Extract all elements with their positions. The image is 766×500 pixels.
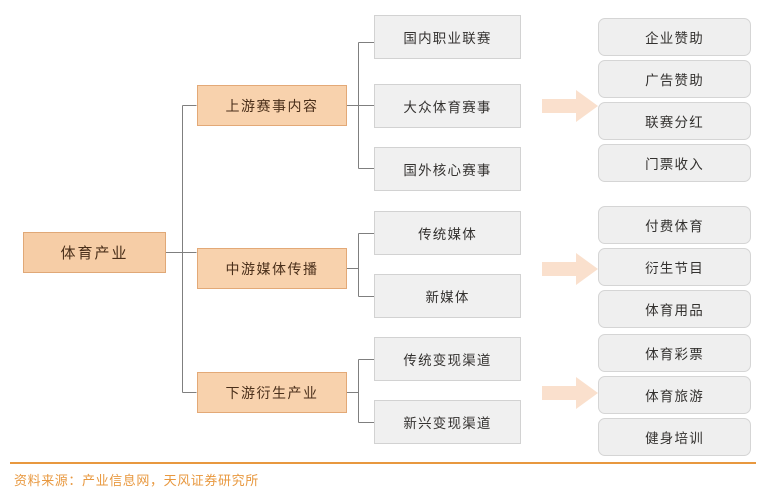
node-output-upstream-1[interactable]: 企业赞助: [598, 18, 751, 56]
node-root-sports-industry[interactable]: 体育产业: [23, 232, 166, 273]
node-tier-downstream[interactable]: 下游衍生产业: [197, 372, 347, 413]
source-note: 资料来源：产业信息网，天风证券研究所: [14, 473, 259, 488]
node-output-upstream-3[interactable]: 联赛分红: [598, 102, 751, 140]
node-tier-upstream[interactable]: 上游赛事内容: [197, 85, 347, 126]
node-output-downstream-2[interactable]: 体育旅游: [598, 376, 751, 414]
node-child-upstream-3[interactable]: 国外核心赛事: [374, 147, 521, 191]
arrow-right-upstream: [542, 90, 598, 122]
node-child-downstream-1[interactable]: 传统变现渠道: [374, 337, 521, 381]
node-output-midstream-1[interactable]: 付费体育: [598, 206, 751, 244]
node-child-midstream-2[interactable]: 新媒体: [374, 274, 521, 318]
node-output-upstream-2[interactable]: 广告赞助: [598, 60, 751, 98]
node-tier-midstream[interactable]: 中游媒体传播: [197, 248, 347, 289]
node-output-downstream-3[interactable]: 健身培训: [598, 418, 751, 456]
node-output-downstream-1[interactable]: 体育彩票: [598, 334, 751, 372]
node-child-midstream-1[interactable]: 传统媒体: [374, 211, 521, 255]
node-child-downstream-2[interactable]: 新兴变现渠道: [374, 400, 521, 444]
node-child-upstream-2[interactable]: 大众体育赛事: [374, 84, 521, 128]
node-output-midstream-2[interactable]: 衍生节目: [598, 248, 751, 286]
footer-divider: [10, 462, 756, 464]
arrow-right-midstream: [542, 253, 598, 285]
node-output-midstream-3[interactable]: 体育用品: [598, 290, 751, 328]
arrow-right-downstream: [542, 377, 598, 409]
node-child-upstream-1[interactable]: 国内职业联赛: [374, 15, 521, 59]
node-output-upstream-4[interactable]: 门票收入: [598, 144, 751, 182]
